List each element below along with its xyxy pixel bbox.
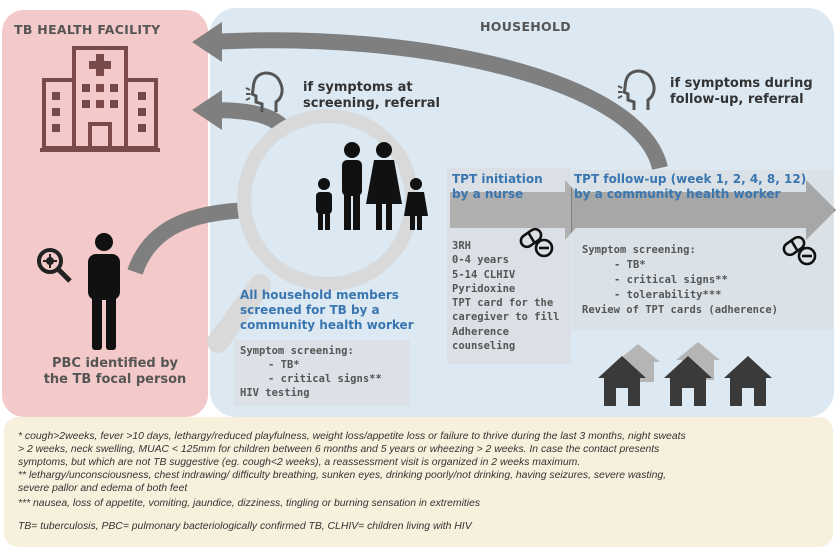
footnote-1-line3: symptoms, but which are not TB suggestiv… [18,457,581,468]
initiation-item: TPT card for the [452,297,554,310]
coughing-head-icon-followup [617,69,656,110]
pill-icon [519,227,554,258]
abbreviations: TB= tuberculosis, PBC= pulmonary bacteri… [18,521,472,532]
pill-icon-followup [782,235,817,266]
initiation-box [447,168,571,364]
initiation-item: Pyridoxine [452,282,516,295]
initiation-item: 3RH [452,240,471,252]
initiation-items: 3RH 0-4 years 5-14 CLHIV Pyridoxine TPT … [452,239,559,353]
screening-title-line3: community health worker [240,318,414,332]
followup-items: Symptom screening: - TB* - critical sign… [582,243,778,318]
followup-item: - tolerability*** [614,289,722,301]
screening-item: - TB* [268,359,300,371]
initiation-title-line1: TPT initiation [452,172,543,186]
followup-item: Symptom screening: [582,244,696,256]
followup-title: TPT follow-up (week 1, 2, 4, 8, 12) by a… [574,172,806,202]
initiation-item: 5-14 CLHIV [452,268,516,281]
followup-item: Review of TPT cards (adherence) [582,304,778,316]
person-icon [88,233,120,350]
referral-screening-label: if symptoms at screening, referral [303,80,440,112]
footnote-2-line2: severe pallor and edema of both feet [18,483,188,494]
followup-item: - critical signs** [614,274,728,286]
coughing-head-icon [245,71,284,112]
pbc-caption-line2: the TB focal person [43,372,187,387]
screening-item: - critical signs** [268,373,382,385]
referral-followup-label: if symptoms during follow-up, referral [670,76,813,108]
facility-title: TB HEALTH FACILITY [14,22,161,37]
followup-title-line2: by a community health worker [574,187,781,201]
footnote-1-line2: > 2 weeks, neck swelling, MUAC < 125mm f… [18,444,660,455]
household-title: HOUSEHOLD [480,19,571,34]
family-icon [316,142,428,230]
screening-title: All household members screened for TB by… [240,288,414,333]
screening-items-box [234,340,410,406]
hospital-icon [40,46,160,152]
initiation-title: TPT initiation by a nurse [452,172,543,202]
footnotes-panel [4,417,833,547]
referral-screening-line1: if symptoms at [303,80,413,95]
magnifier-virus-icon [37,248,72,283]
followup-box [572,170,834,330]
referral-followup-line2: follow-up, referral [670,92,804,107]
screening-title-line1: All household members [240,288,399,302]
referral-followup-line1: if symptoms during [670,76,813,91]
referral-screening-line2: screening, referral [303,96,440,111]
pbc-caption-line1: PBC identified by [51,356,179,371]
initiation-item: counseling [452,340,516,353]
screening-title-line2: screened for TB by a [240,303,380,317]
footnote-3: *** nausea, loss of appetite, vomiting, … [18,498,481,509]
initiation-title-line2: by a nurse [452,187,524,201]
health-facility-panel [2,10,208,417]
initiation-item: 0-4 years [452,254,509,267]
screening-items: Symptom screening: - TB* - critical sign… [240,344,382,400]
screening-item: Symptom screening: [240,345,354,357]
pbc-caption: PBC identified by the TB focal person [30,356,200,388]
followup-title-line1: TPT follow-up (week 1, 2, 4, 8, 12) [574,172,807,186]
footnotes: * cough>2weeks, fever >10 days, lethargy… [18,430,833,533]
houses-icon [598,342,772,406]
footnote-1-line1: * cough>2weeks, fever >10 days, lethargy… [18,431,686,442]
screening-item: HIV testing [240,387,310,399]
footnote-2-line1: ** lethargy/unconsciousness, chest indra… [18,470,667,481]
initiation-item: Adherence [452,325,509,338]
initiation-item: caregiver to fill [452,311,560,324]
followup-item: - TB* [614,259,646,271]
